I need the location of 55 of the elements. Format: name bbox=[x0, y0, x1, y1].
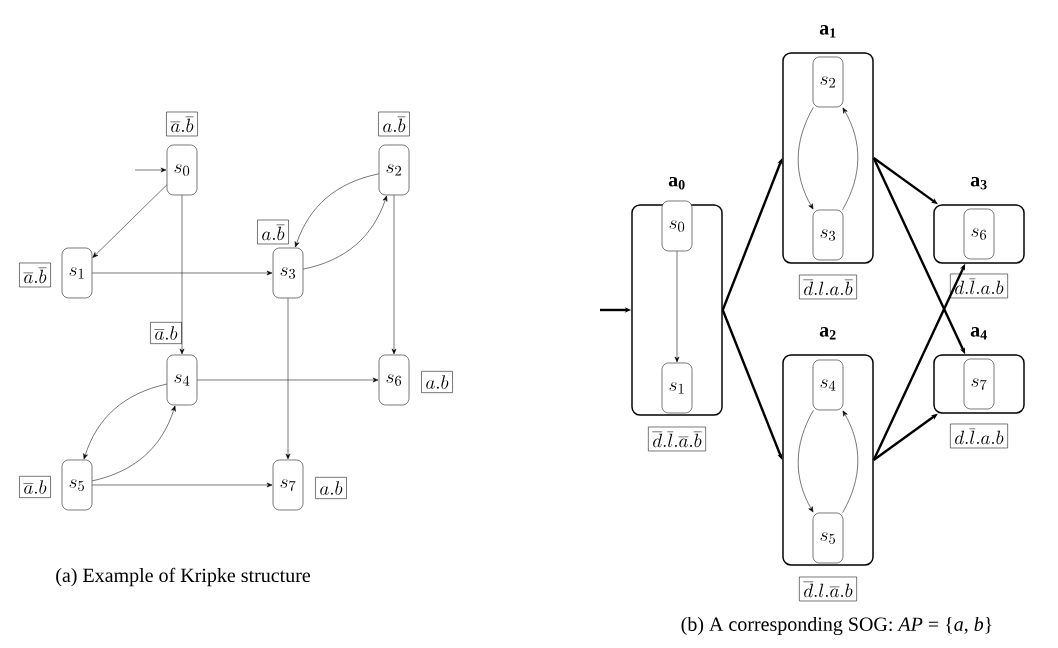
state-box: $s_3$ bbox=[272, 247, 304, 299]
arrow bbox=[842, 410, 859, 513]
state-box: $s_7$ bbox=[272, 459, 304, 511]
aggregate-title: $\mathbf{a_3}$ bbox=[970, 177, 987, 190]
arrow bbox=[134, 167, 167, 173]
label-box: $\overline{a}.b$ bbox=[150, 322, 182, 344]
label-box: $a.b$ bbox=[315, 477, 347, 499]
arrow bbox=[92, 270, 273, 276]
state-box: $s_5$ bbox=[812, 512, 844, 564]
label-box: $\overline{d}.\overline{l}.\overline{a}.\overline{b}$ bbox=[648, 426, 706, 452]
arrow bbox=[797, 107, 814, 210]
arrow bbox=[92, 482, 273, 488]
state-box: $s_7$ bbox=[963, 358, 995, 410]
arrow bbox=[179, 195, 185, 355]
state-box: $s_4$ bbox=[812, 359, 844, 411]
arrow bbox=[721, 158, 783, 311]
arrow bbox=[92, 184, 167, 258]
arrow bbox=[83, 383, 167, 460]
arrow bbox=[92, 405, 176, 482]
state-box: $s_0$ bbox=[166, 144, 198, 196]
state-box: $s_2$ bbox=[378, 144, 410, 196]
state-box: $s_1$ bbox=[61, 247, 93, 299]
label-box: $d.\overline{l}.a.b$ bbox=[950, 273, 1008, 299]
label-box: $\overline{a}.b$ bbox=[19, 476, 51, 498]
label-box: $a.\overline{b}$ bbox=[257, 219, 289, 245]
label-box: $a.\overline{b}$ bbox=[378, 111, 410, 137]
state-box: $s_4$ bbox=[166, 354, 198, 406]
arrow bbox=[674, 251, 680, 363]
arrow bbox=[285, 298, 291, 460]
label-box: $\overline{d}.l.a.\overline{b}$ bbox=[799, 274, 857, 300]
state-box: $s_3$ bbox=[812, 209, 844, 261]
aggregate-title: $\mathbf{a_4}$ bbox=[970, 327, 987, 340]
arrow bbox=[294, 173, 379, 248]
arrow bbox=[391, 195, 397, 355]
aggregate-title: $\mathbf{a_0}$ bbox=[668, 177, 685, 190]
caption: (b) A corresponding SOG: AP = {a, b} bbox=[681, 616, 992, 636]
caption: (a) Example of Kripke structure bbox=[56, 567, 311, 587]
arrow bbox=[842, 107, 859, 210]
state-box: $s_6$ bbox=[378, 354, 410, 406]
state-box: $s_6$ bbox=[963, 208, 995, 260]
state-box: $s_1$ bbox=[661, 362, 693, 414]
arrow bbox=[303, 195, 388, 270]
state-box: $s_2$ bbox=[812, 56, 844, 108]
label-box: $\overline{d}.l.\overline{a}.b$ bbox=[799, 576, 857, 602]
aggregate-title: $\mathbf{a_1}$ bbox=[819, 25, 836, 38]
arrow bbox=[197, 377, 379, 383]
label-box: $d.\overline{l}.a.b$ bbox=[950, 423, 1008, 449]
arrow bbox=[797, 410, 814, 513]
label-box: $\overline{a}.\overline{b}$ bbox=[166, 111, 198, 137]
label-box: $a.b$ bbox=[421, 371, 453, 393]
label-box: $\overline{a}.\overline{b}$ bbox=[19, 262, 51, 288]
arrow bbox=[721, 309, 783, 460]
state-box: $s_5$ bbox=[61, 459, 93, 511]
aggregate-title: $\mathbf{a_2}$ bbox=[819, 327, 836, 340]
state-box: $s_0$ bbox=[661, 200, 693, 252]
